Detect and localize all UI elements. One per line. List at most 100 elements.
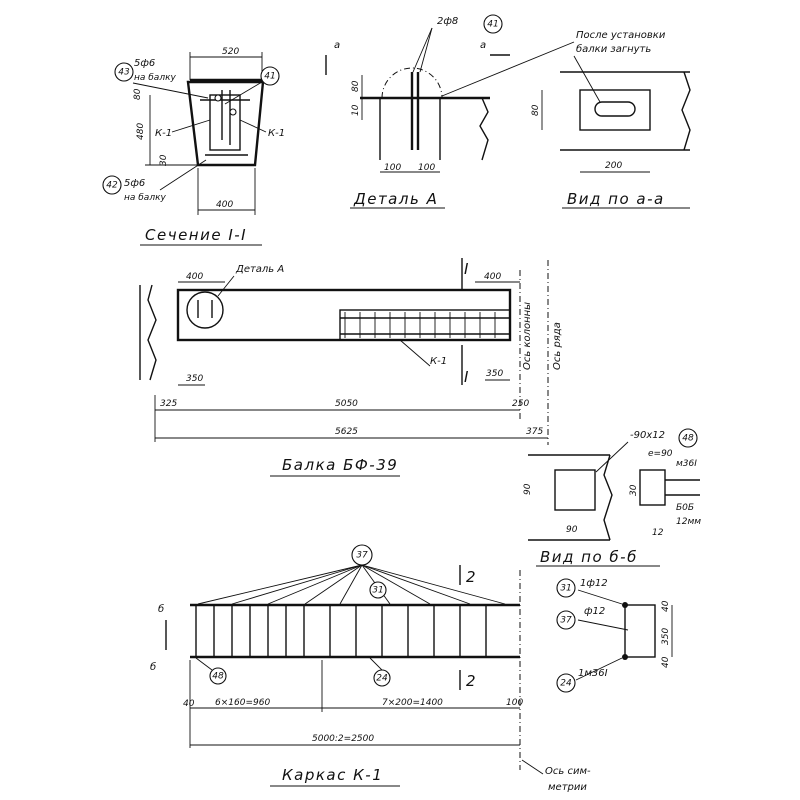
fan-leader: [197, 564, 363, 605]
frame-cut-top: 2: [466, 568, 477, 586]
leader: [595, 441, 629, 473]
detail-note-2: балки загнуть: [576, 43, 651, 55]
dim-12: 12: [652, 528, 664, 538]
view-slot: [594, 101, 636, 117]
callout-24b: [556, 673, 576, 693]
fs-num-31: 31: [560, 584, 571, 594]
dim-200: 200: [605, 161, 622, 171]
dim-375: 375: [526, 427, 543, 437]
frame-num-bottom: 24: [376, 674, 388, 684]
fan-leader: [304, 564, 363, 605]
fan-leader: [361, 564, 471, 605]
callout-42-text: 5ф6: [124, 178, 145, 189]
fs-num-37: 37: [560, 616, 572, 626]
dim-400: 400: [216, 200, 233, 210]
viewbb-title: Вид по б-б: [540, 548, 638, 566]
viewbb-plate: -90х12: [630, 430, 665, 441]
callout-43-text: 5ф6: [134, 58, 155, 69]
frame-title: Каркас К-1: [282, 766, 383, 784]
fs-num-24: 24: [560, 679, 572, 689]
viewbb-weld2: м36I: [676, 459, 697, 469]
beam-bf39: Деталь А I I К-1 Ось колонны Ось ряда 40…: [139, 258, 563, 477]
dim-325: 325: [160, 399, 177, 409]
fan-leader: [361, 564, 506, 605]
callout-42-num: 42: [106, 181, 118, 191]
leader: [239, 119, 267, 133]
frame-cut-bottom: 2: [466, 672, 477, 690]
arrow-a-left: а: [334, 40, 340, 51]
axis-row-label: Ось ряда: [552, 322, 563, 370]
view-aa-title: Вид по а-а: [567, 190, 665, 208]
column-break: [147, 284, 157, 381]
section-1-1: 520 400 480 80 30 43 5ф6 на балку 41 42 …: [102, 47, 285, 246]
dim-100-right: 100: [418, 163, 435, 173]
section-bar-dot: [214, 94, 222, 102]
dim-80: 80: [133, 88, 143, 100]
section-outline: [186, 80, 265, 167]
section-title: Сечение I-I: [145, 226, 247, 244]
leader: [399, 339, 431, 367]
beam-title: Балка БФ-39: [282, 456, 398, 474]
fs-text-24: 1м36I: [578, 668, 608, 679]
dim-1400: 7×200=1400: [382, 698, 443, 708]
leader: [171, 119, 211, 133]
detail-note-1: После установки: [576, 30, 666, 41]
callout-37b: [556, 610, 576, 630]
callout-43: [114, 62, 134, 82]
leader: [412, 27, 433, 73]
detail-a-bars: [197, 300, 213, 318]
axis-column-label: Ось колонны: [522, 302, 533, 370]
dim-80: 80: [351, 80, 361, 92]
leader: [217, 275, 235, 297]
viewbb-weldlen: Б0Б: [676, 503, 694, 513]
section-hooks: [221, 90, 231, 145]
dim-960: 6×160=960: [215, 698, 270, 708]
detail-break-line: [479, 97, 489, 161]
callout-48b: [209, 667, 227, 685]
beam-body: [176, 288, 512, 342]
detail-bar-label: 2ф8: [437, 16, 458, 27]
leader: [575, 657, 623, 681]
callout-41-num: 41: [264, 72, 275, 82]
callout-41b: [483, 14, 503, 34]
dim-80: 80: [531, 104, 541, 116]
dim-5625: 5625: [335, 427, 358, 437]
detail-bar-num: 41: [487, 20, 498, 30]
leader: [419, 27, 433, 73]
dim-350-left: 350: [186, 374, 203, 384]
fan-leader: [339, 564, 363, 605]
viewbb-break: [603, 454, 613, 541]
frame-arrow-bottom: б: [150, 661, 156, 673]
leader: [195, 657, 213, 671]
dim-5050: 5050: [335, 399, 358, 409]
frame-k1: 37 31 24 48 2 2 б б Ось сим- метрии 40 6…: [150, 544, 591, 793]
callout-37: [351, 544, 373, 566]
viewbb-rod: [665, 479, 700, 496]
viewbb-plate-num: 48: [682, 434, 694, 444]
dim-90-w: 90: [566, 525, 578, 535]
leader: [521, 759, 544, 775]
detail-a-title: Деталь А: [353, 190, 438, 208]
section-cage: [209, 94, 241, 151]
dim-90-h: 90: [523, 483, 533, 495]
dim-100-left: 100: [384, 163, 401, 173]
dim-40-top: 40: [661, 600, 671, 612]
callout-48: [678, 428, 698, 448]
dim-40: 40: [183, 699, 195, 709]
dim-40-bottom: 40: [661, 656, 671, 668]
dim-400-left: 400: [186, 272, 203, 282]
callout-41: [260, 66, 280, 86]
dim-250: 250: [512, 399, 529, 409]
frame-section: 31 1ф12 37 ф12 24 1м36I 350 40 40: [556, 578, 673, 693]
frame-leader-fan: [197, 564, 506, 605]
leader: [132, 82, 209, 99]
view-plate: [579, 89, 651, 131]
callout-42-sub: на балку: [124, 193, 167, 203]
leader: [441, 41, 575, 97]
viewbb-plate-right: [639, 469, 666, 506]
section-bar-dot: [229, 108, 237, 116]
frame-num-top: 37: [356, 551, 368, 561]
section-bar-dot: [622, 602, 628, 608]
dim-520: 520: [222, 47, 239, 57]
